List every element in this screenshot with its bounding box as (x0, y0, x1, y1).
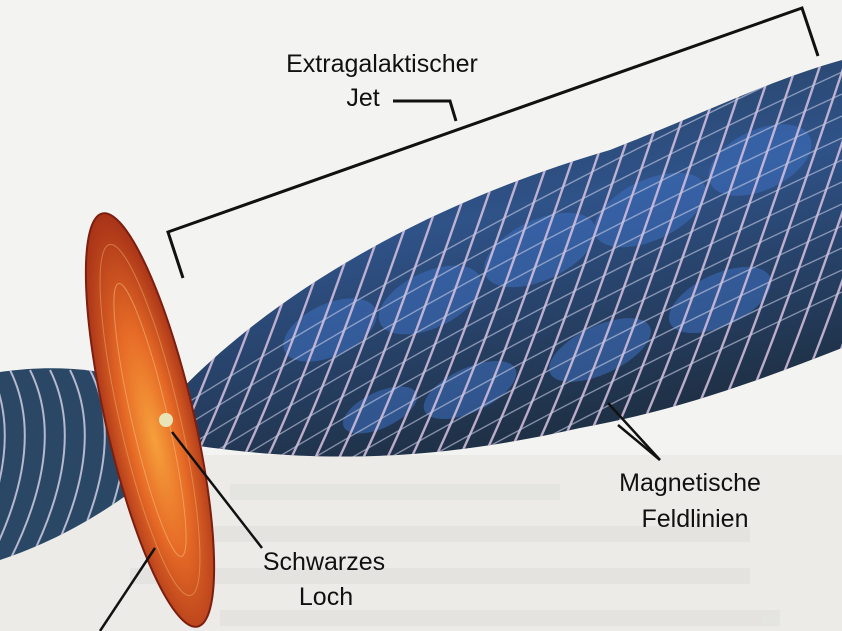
black-hole-point (159, 413, 173, 427)
hole-label-line2: Loch (299, 583, 353, 611)
jet-label-leader (393, 101, 456, 121)
hole-label-line1: Schwarzes (263, 548, 385, 576)
jet-label-line1: Extragalaktischer (286, 50, 478, 78)
field-lines-pointer-2 (618, 425, 660, 460)
field-label-line2: Feldlinien (641, 505, 748, 533)
field-label-line1: Magnetische (619, 469, 761, 497)
jet-label-line2: Jet (346, 84, 379, 112)
